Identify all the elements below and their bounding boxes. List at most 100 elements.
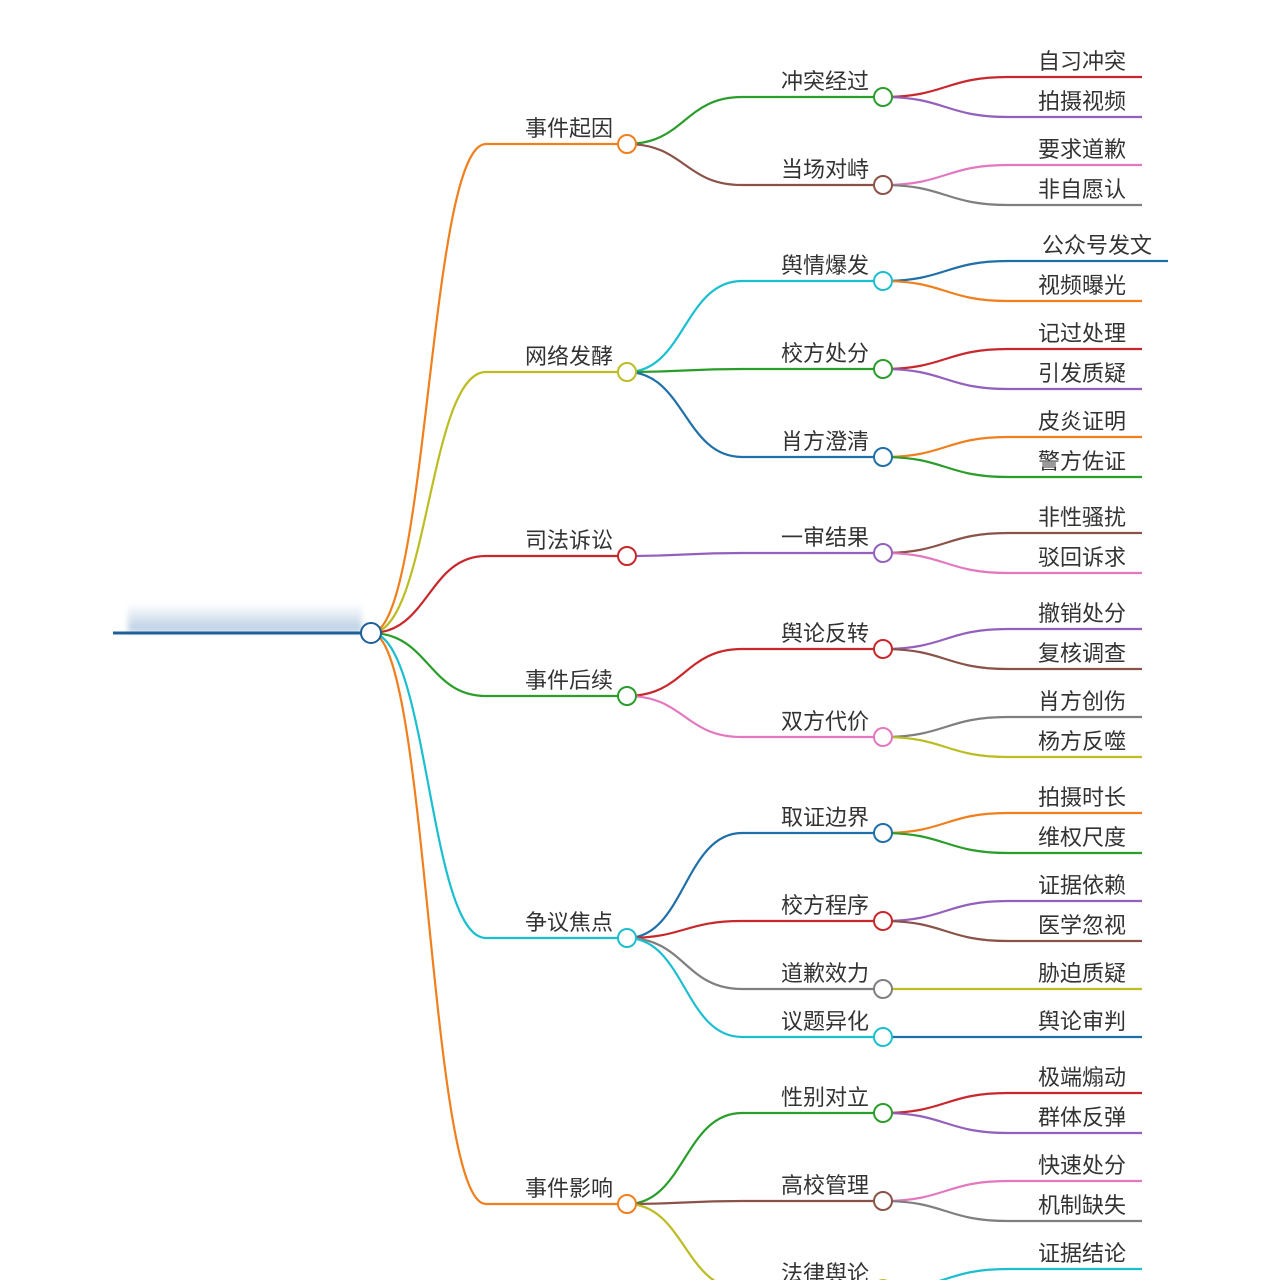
leaf-connector <box>882 259 1009 283</box>
leaf-connector <box>882 1091 1009 1115</box>
child-connector <box>626 831 743 940</box>
leaf-connector <box>882 347 1009 371</box>
leaf-connector <box>882 455 1009 479</box>
branch-label: 事件影响 <box>525 1177 613 1202</box>
leaf-label: 驳回诉求 <box>1038 546 1126 571</box>
child-label: 一审结果 <box>781 526 869 551</box>
child-label: 法律舆论 <box>781 1262 869 1280</box>
leaf-label: 非性骚扰 <box>1038 506 1126 531</box>
leaf-connector <box>882 831 1009 855</box>
branch-label: 司法诉讼 <box>525 529 613 554</box>
branch-label: 事件后续 <box>525 669 613 694</box>
branch-node-circle[interactable] <box>617 362 637 382</box>
child-label: 双方代价 <box>781 710 869 735</box>
branch-connector <box>370 631 487 940</box>
leaf-connector <box>882 75 1009 99</box>
branch-connector <box>370 370 487 635</box>
leaf-label: 肖方创伤 <box>1038 690 1126 715</box>
leaf-label: 要求道歉 <box>1038 138 1126 163</box>
child-node-circle[interactable] <box>873 727 893 747</box>
branch-label: 事件起因 <box>525 117 613 142</box>
branch-node-circle[interactable] <box>617 546 637 566</box>
child-label: 校方处分 <box>781 342 869 367</box>
leaf-label: 复核调查 <box>1038 642 1126 667</box>
leaf-connector <box>882 1111 1009 1135</box>
leaf-label: 证据结论 <box>1038 1242 1126 1267</box>
connector-layer <box>113 75 1168 1280</box>
leaf-connector <box>882 735 1009 759</box>
child-label: 高校管理 <box>781 1174 869 1199</box>
leaf-label: 警方佐证 <box>1038 450 1126 475</box>
child-node-circle[interactable] <box>873 1027 893 1047</box>
leaf-connector <box>882 715 1009 739</box>
leaf-connector <box>882 367 1009 391</box>
child-connector <box>626 95 743 146</box>
branch-node-circle[interactable] <box>617 1194 637 1214</box>
leaf-label: 快速处分 <box>1038 1154 1126 1179</box>
child-node-circle[interactable] <box>873 359 893 379</box>
leaf-label: 医学忽视 <box>1038 914 1126 939</box>
root-node-circle[interactable] <box>360 622 382 644</box>
child-connector <box>626 142 743 187</box>
child-connector <box>626 370 743 459</box>
child-node-circle[interactable] <box>873 911 893 931</box>
leaf-label: 维权尺度 <box>1038 826 1126 851</box>
leaf-label: 拍摄视频 <box>1038 90 1126 115</box>
child-node-circle[interactable] <box>873 175 893 195</box>
branch-node-circle[interactable] <box>617 686 637 706</box>
leaf-label: 皮炎证明 <box>1038 410 1126 435</box>
leaf-connector <box>882 163 1009 187</box>
child-label: 校方程序 <box>781 894 869 919</box>
leaf-label: 记过处理 <box>1038 322 1126 347</box>
child-node-circle[interactable] <box>873 543 893 563</box>
leaf-connector <box>882 811 1009 835</box>
branch-connector <box>370 631 487 1206</box>
child-node-circle[interactable] <box>873 447 893 467</box>
leaf-label: 视频曝光 <box>1038 274 1126 299</box>
leaf-label: 极端煽动 <box>1038 1066 1126 1091</box>
child-label: 当场对峙 <box>781 158 869 183</box>
child-node-circle[interactable] <box>873 639 893 659</box>
leaf-connector <box>882 531 1009 555</box>
child-node-circle[interactable] <box>873 979 893 999</box>
child-node-circle[interactable] <box>873 271 893 291</box>
child-connector <box>626 279 743 374</box>
child-node-circle[interactable] <box>873 823 893 843</box>
child-connector <box>626 1111 743 1206</box>
leaf-label: 自习冲突 <box>1038 50 1126 75</box>
leaf-connector <box>882 899 1009 923</box>
leaf-connector <box>882 1179 1009 1203</box>
child-label: 舆情爆发 <box>781 254 869 279</box>
leaf-connector <box>882 183 1009 207</box>
branch-node-circle[interactable] <box>617 928 637 948</box>
leaf-label: 拍摄时长 <box>1038 786 1126 811</box>
leaf-connector <box>882 647 1009 671</box>
leaf-label: 公众号发文 <box>1042 234 1152 259</box>
leaf-label: 机制缺失 <box>1038 1194 1126 1219</box>
child-label: 舆论反转 <box>781 622 869 647</box>
child-node-circle[interactable] <box>873 1103 893 1123</box>
branch-label: 争议焦点 <box>525 911 613 936</box>
leaf-label: 非自愿认 <box>1038 178 1126 203</box>
leaf-connector <box>882 95 1009 119</box>
leaf-label: 引发质疑 <box>1038 362 1126 387</box>
child-connector <box>626 647 743 698</box>
leaf-label: 群体反弹 <box>1038 1106 1126 1131</box>
leaf-label: 证据依赖 <box>1038 874 1126 899</box>
branch-connector <box>370 142 487 635</box>
child-label: 道歉效力 <box>781 962 869 987</box>
leaf-connector <box>882 279 1009 303</box>
leaf-label: 胁迫质疑 <box>1038 962 1126 987</box>
leaf-label: 撤销处分 <box>1038 602 1126 627</box>
child-node-circle[interactable] <box>873 87 893 107</box>
leaf-connector <box>882 1199 1009 1223</box>
leaf-connector <box>882 551 1009 575</box>
branch-node-circle[interactable] <box>617 134 637 154</box>
branch-connector <box>370 554 487 635</box>
leaf-connector <box>882 919 1009 943</box>
child-label: 性别对立 <box>781 1086 869 1111</box>
child-connector <box>626 936 743 991</box>
child-label: 议题异化 <box>781 1010 869 1035</box>
child-node-circle[interactable] <box>873 1191 893 1211</box>
